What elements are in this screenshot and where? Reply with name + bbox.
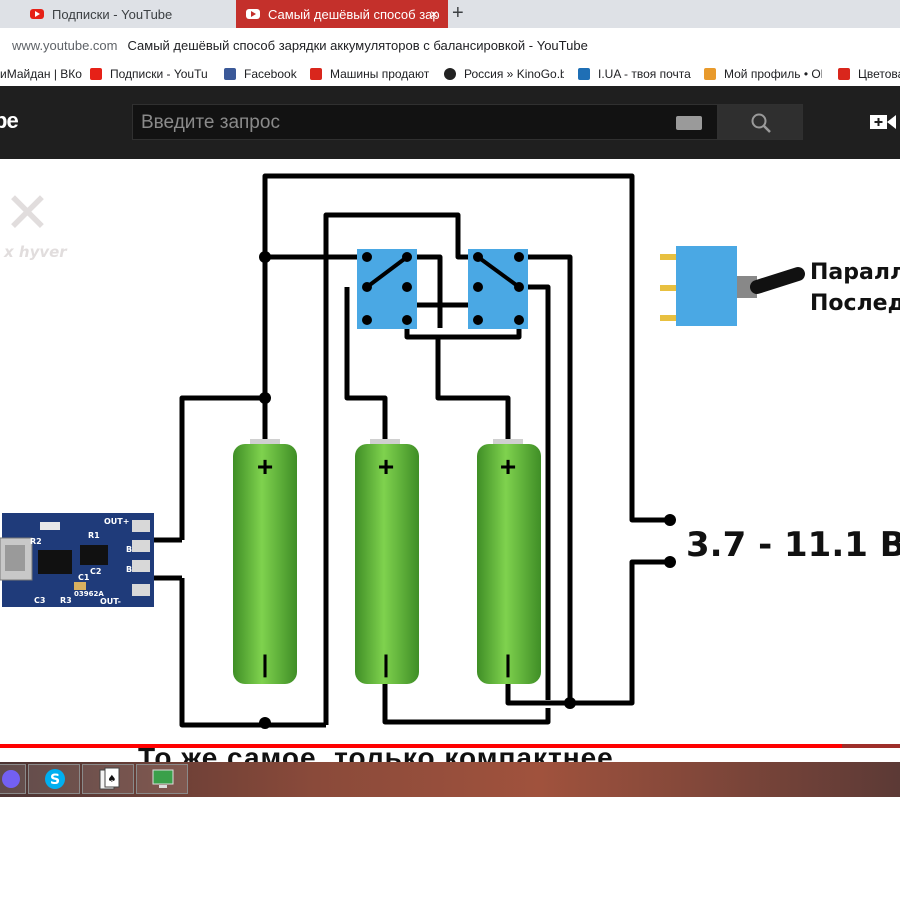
battery: + | [477, 439, 541, 684]
board-label: OUT- [100, 597, 121, 606]
toggle-switch-illustration [660, 246, 805, 326]
iua-icon [578, 68, 590, 80]
board-label: 03962A [74, 590, 104, 598]
circuit-diagram: ✕ x hyver [0, 173, 900, 729]
battery-plus-label: + [500, 451, 516, 482]
youtube-icon [246, 9, 260, 19]
viber-icon [2, 770, 20, 788]
bookmark-label: Мой профиль • Ol [724, 67, 822, 81]
bookmark-item[interactable]: Мой профиль • Ol [704, 67, 822, 81]
junction-dots [259, 251, 676, 729]
rst-icon [310, 68, 322, 80]
youtube-icon [90, 68, 102, 80]
youtube-logo[interactable]: be [0, 108, 19, 133]
bookmark-item[interactable]: I.UA - твоя почта [578, 67, 694, 81]
svg-text:S: S [50, 772, 60, 788]
video-subtitle: То же самое, только компактнее [0, 748, 900, 762]
board-label: R2 [30, 537, 42, 546]
close-icon[interactable]: × [429, 6, 438, 22]
bookmark-label: Подписки - YouTu [110, 67, 208, 81]
tab-active-video[interactable]: Самый дешёвый способ зар × [236, 0, 448, 28]
bookmark-label: Машины продают [330, 67, 430, 81]
search-button[interactable] [718, 104, 803, 140]
bookmark-label: Цветова [858, 67, 900, 81]
taskbar-item[interactable] [136, 764, 188, 794]
address-host: www.youtube.com [12, 37, 118, 53]
tab-strip: Подписки - YouTube Самый дешёвый способ … [0, 0, 900, 28]
charger-board: OUT+ B+ B- OUT- R2 R1 C1 C2 C3 R3 03962A [0, 513, 154, 607]
taskbar-item[interactable]: ♠ [82, 764, 134, 794]
board-label: R1 [88, 531, 100, 540]
board-label: B- [126, 565, 135, 574]
beam-icon [838, 68, 850, 80]
bookmark-item[interactable]: Цветова [838, 67, 900, 81]
battery: + | [355, 439, 419, 684]
bookmark-item[interactable]: Машины продают [310, 67, 430, 81]
search-box [132, 104, 718, 141]
taskbar-item[interactable] [0, 764, 26, 794]
facebook-icon [224, 68, 236, 80]
watermark-logo: ✕ x hyver [3, 181, 68, 261]
svg-text:✕: ✕ [4, 181, 51, 246]
bookmark-item[interactable]: иМайдан | ВКо [0, 67, 82, 81]
board-label: C1 [78, 573, 90, 582]
bookmark-label: иМайдан | ВКо [0, 67, 82, 81]
bookmarks-bar: иМайдан | ВКо Подписки - YouTu Facebook … [0, 62, 900, 87]
taskbar-item[interactable]: S [28, 764, 80, 794]
bookmark-item[interactable]: Россия » KinoGo.b [444, 67, 564, 81]
board-label: C3 [34, 596, 45, 605]
taskbar: S ♠ [0, 762, 900, 797]
solitaire-icon: ♠ [99, 767, 120, 790]
svg-text:♠: ♠ [108, 774, 117, 785]
bookmark-item[interactable]: Facebook [224, 67, 304, 81]
video-player[interactable]: ✕ x hyver [0, 159, 900, 747]
tab-subscriptions[interactable]: Подписки - YouTube [0, 0, 236, 28]
dpdt-switch [357, 249, 528, 329]
olx-icon [704, 68, 716, 80]
search-input[interactable] [133, 105, 683, 141]
bookmark-item[interactable]: Подписки - YouTu [90, 67, 208, 81]
board-label: R3 [60, 596, 72, 605]
create-video-icon[interactable] [870, 112, 896, 132]
battery: + | [233, 439, 297, 684]
output-voltage-label: 3.7 - 11.1 B [686, 525, 900, 565]
battery-minus-label: | [383, 651, 390, 678]
tab-label: Самый дешёвый способ зар [268, 6, 440, 22]
new-tab-button[interactable]: + [452, 2, 464, 24]
bookmark-label: Facebook [244, 67, 297, 81]
subtitle-text: То же самое, только компактнее [138, 748, 614, 762]
battery-plus-label: + [257, 451, 273, 482]
skype-icon: S [45, 769, 65, 789]
bookmark-label: I.UA - твоя почта [598, 67, 691, 81]
board-label: OUT+ [104, 517, 129, 526]
kinogo-icon [444, 68, 456, 80]
switch-parallel-label: Паралл [810, 260, 900, 285]
watermark-text: x hyver [3, 243, 68, 261]
youtube-icon [30, 9, 44, 19]
tab-label: Подписки - YouTube [52, 6, 173, 22]
battery-minus-label: | [505, 651, 512, 678]
keyboard-icon[interactable] [676, 116, 702, 130]
board-label: C2 [90, 567, 101, 576]
address-bar[interactable]: www.youtube.com Самый дешёвый способ зар… [0, 28, 900, 62]
address-page-title: Самый дешёвый способ зарядки аккумулятор… [127, 37, 588, 53]
search-icon [751, 113, 771, 133]
monitor-icon [152, 769, 174, 788]
battery-minus-label: | [262, 651, 269, 678]
progress-bar[interactable] [0, 744, 842, 749]
bookmark-label: Россия » KinoGo.b [464, 67, 564, 81]
switch-series-label: Послед [810, 291, 900, 316]
battery-plus-label: + [378, 451, 394, 482]
